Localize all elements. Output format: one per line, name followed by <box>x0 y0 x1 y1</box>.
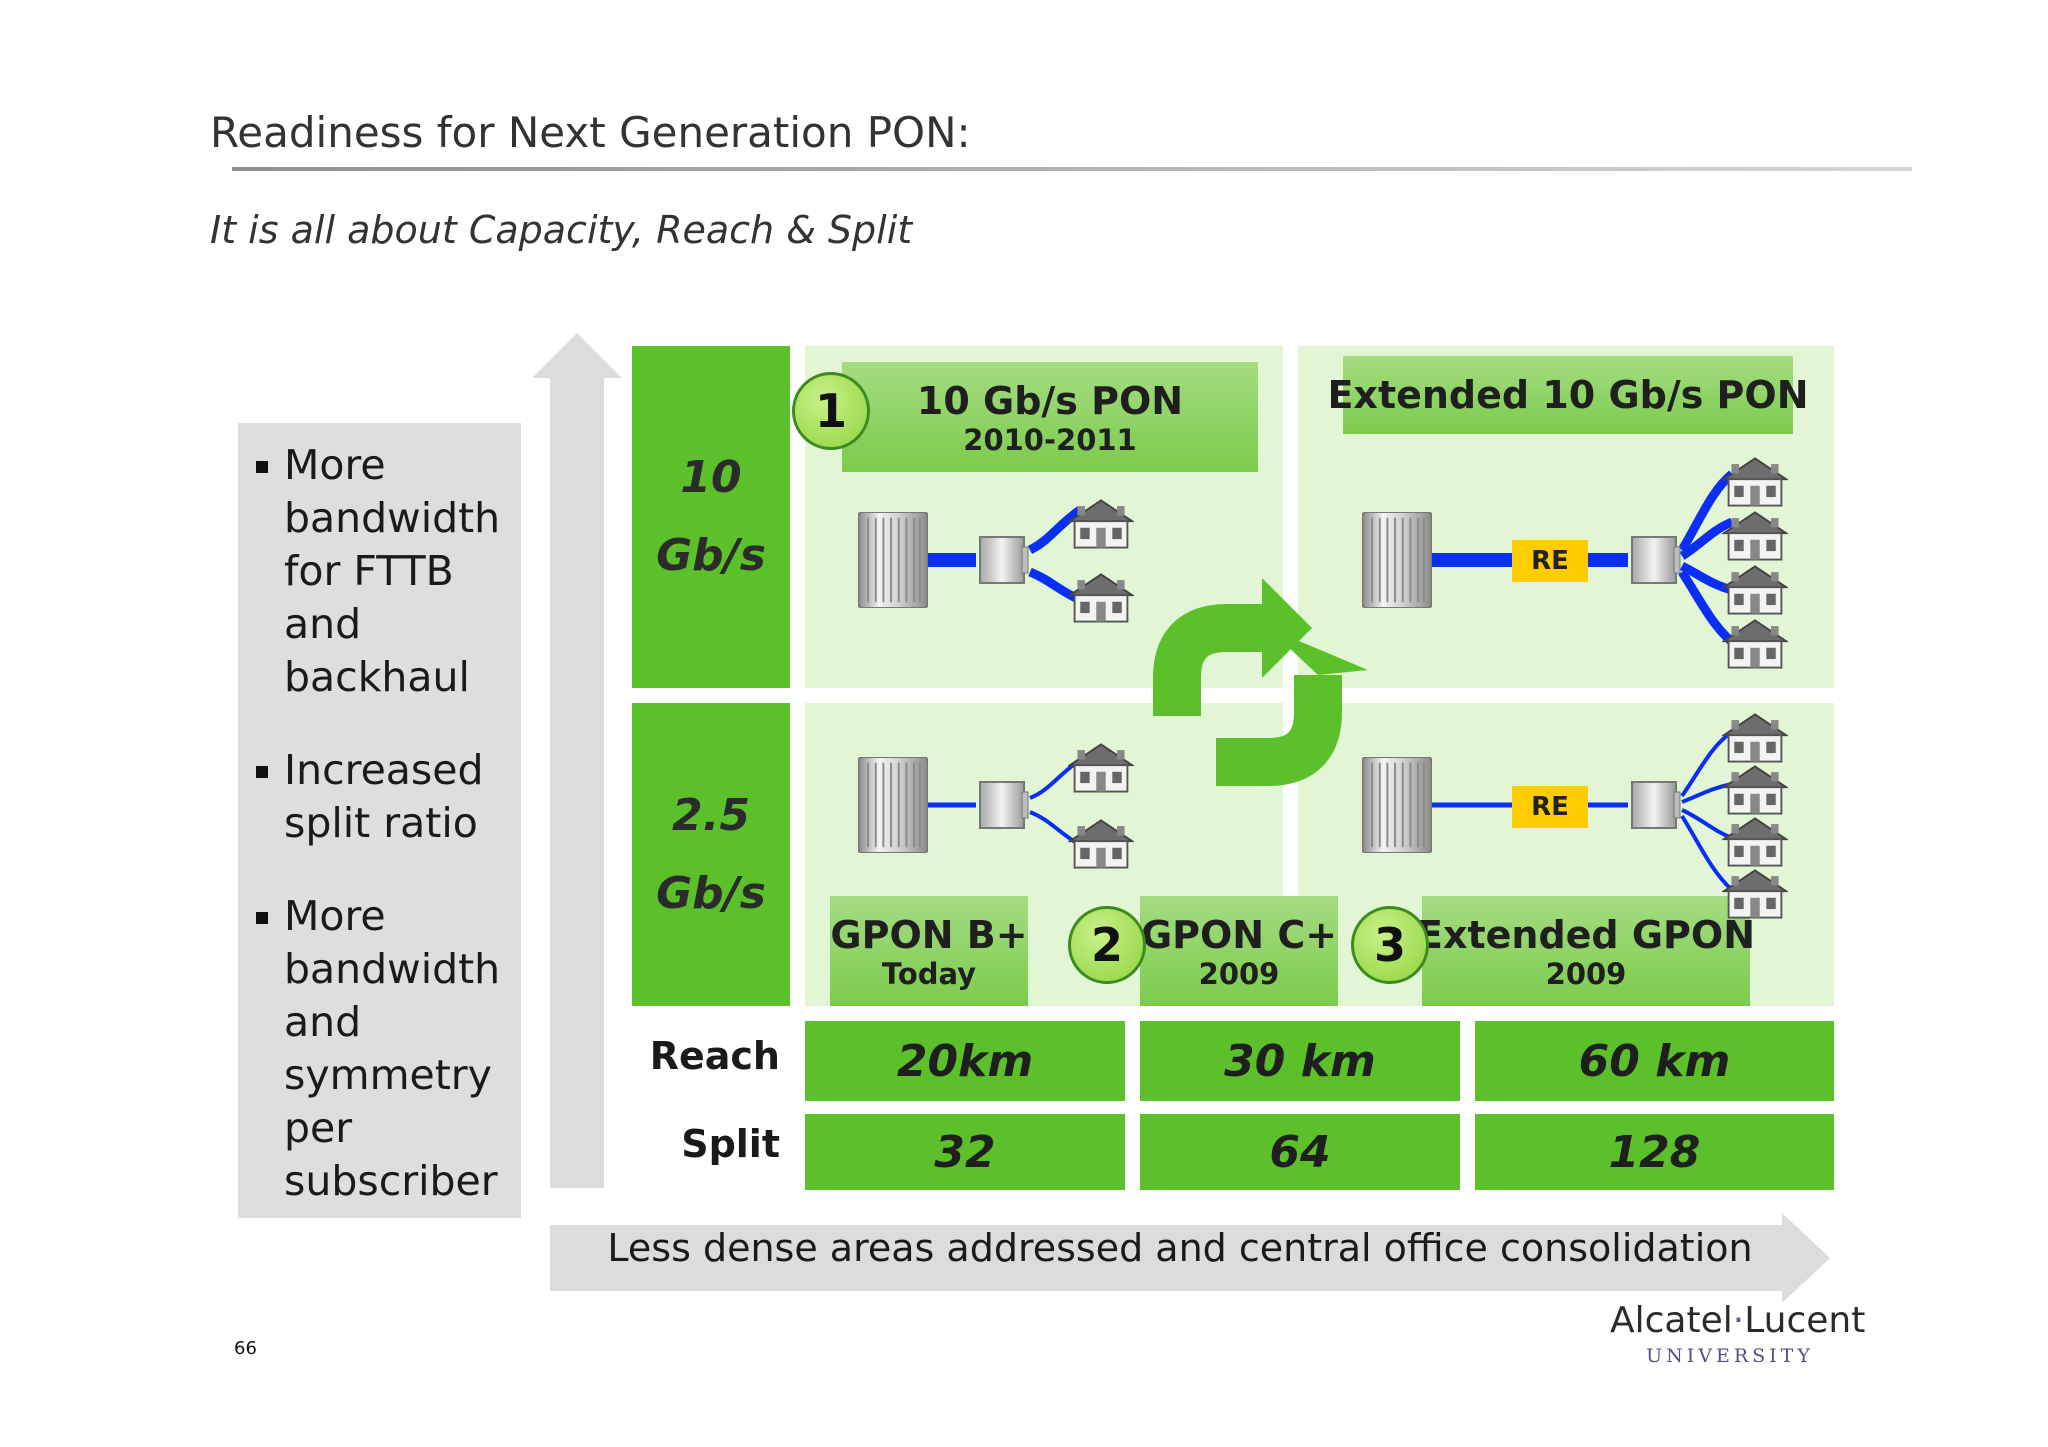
speed-2g5-unit: Gb/s <box>656 867 766 919</box>
bullet-symmetry: More bandwidth and symmetry per subscrib… <box>256 890 521 1208</box>
reach-cell-gpon-c: 30 km <box>1140 1021 1460 1101</box>
logo-name-right: Lucent <box>1744 1300 1866 1341</box>
header-10g-pon-name: 10 Gb/s PON <box>916 379 1184 423</box>
consolidation-arrow <box>550 1213 1830 1303</box>
header-gpon-b-plus-year: Today <box>881 957 977 991</box>
header-extended-gpon-year: 2009 <box>1545 957 1627 991</box>
alcatel-lucent-logo: Alcatel·Lucent UNIVERSITY <box>1610 1300 1865 1367</box>
header-extended-gpon-name: Extended GPON <box>1417 913 1756 957</box>
speed-10g-unit: Gb/s <box>656 530 766 581</box>
split-cell-gpon-c: 64 <box>1140 1114 1460 1190</box>
header-gpon-b-plus: GPON B+ Today <box>830 896 1028 1006</box>
bullet-split-ratio: Increased split ratio <box>256 744 521 850</box>
page-subtitle: It is all about Capacity, Reach & Split <box>210 208 913 252</box>
split-cell-gpon-b: 32 <box>805 1114 1125 1190</box>
reach-cell-gpon-b: 20km <box>805 1021 1125 1101</box>
stage-number-2: 2 <box>1068 906 1146 984</box>
header-10g-pon: 10 Gb/s PON 2010-2011 <box>842 362 1258 472</box>
speed-2g5-value: 2.5 <box>672 789 750 841</box>
reach-cell-extended: 60 km <box>1475 1021 1834 1101</box>
stage-number-3: 3 <box>1351 906 1429 984</box>
stage-number-1: 1 <box>792 372 870 450</box>
capacity-arrow <box>532 333 622 1188</box>
speed-10g-value: 10 <box>680 452 742 503</box>
page-title: Readiness for Next Generation PON: <box>210 108 971 157</box>
header-gpon-c-plus-name: GPON C+ <box>1140 913 1338 957</box>
logo-university: UNIVERSITY <box>1646 1345 1814 1367</box>
reach-row-label: Reach <box>649 1034 780 1078</box>
reach-extender-gpon: RE <box>1512 786 1588 828</box>
header-10g-pon-year: 2010-2011 <box>963 423 1137 457</box>
split-row-label: Split <box>681 1122 780 1166</box>
benefits-list: More bandwidth for FTTB and backhaul Inc… <box>238 423 521 1208</box>
reach-extender-10g: RE <box>1512 540 1588 582</box>
header-extended-gpon: Extended GPON 2009 <box>1417 896 1755 1006</box>
split-cell-extended: 128 <box>1475 1114 1834 1190</box>
page-number: 66 <box>234 1338 257 1359</box>
speed-10g-block: 10 Gb/s <box>632 346 790 688</box>
logo-name-dot: · <box>1732 1300 1745 1341</box>
bullet-bandwidth-fttb: More bandwidth for FTTB and backhaul <box>256 439 521 704</box>
title-underline <box>232 167 1912 171</box>
consolidation-text: Less dense areas addressed and central o… <box>607 1226 1753 1270</box>
header-gpon-c-plus: GPON C+ 2009 <box>1140 896 1338 1006</box>
benefits-panel: More bandwidth for FTTB and backhaul Inc… <box>238 423 521 1218</box>
speed-2g5-block: 2.5 Gb/s <box>632 703 790 1006</box>
logo-wordmark: Alcatel·Lucent <box>1610 1300 1865 1341</box>
header-extended-10g-pon-name: Extended 10 Gb/s PON <box>1327 373 1809 417</box>
header-gpon-c-plus-year: 2009 <box>1198 957 1280 991</box>
header-gpon-b-plus-name: GPON B+ <box>830 913 1028 957</box>
logo-name-left: Alcatel <box>1610 1300 1733 1341</box>
header-extended-10g-pon: Extended 10 Gb/s PON <box>1327 356 1809 434</box>
